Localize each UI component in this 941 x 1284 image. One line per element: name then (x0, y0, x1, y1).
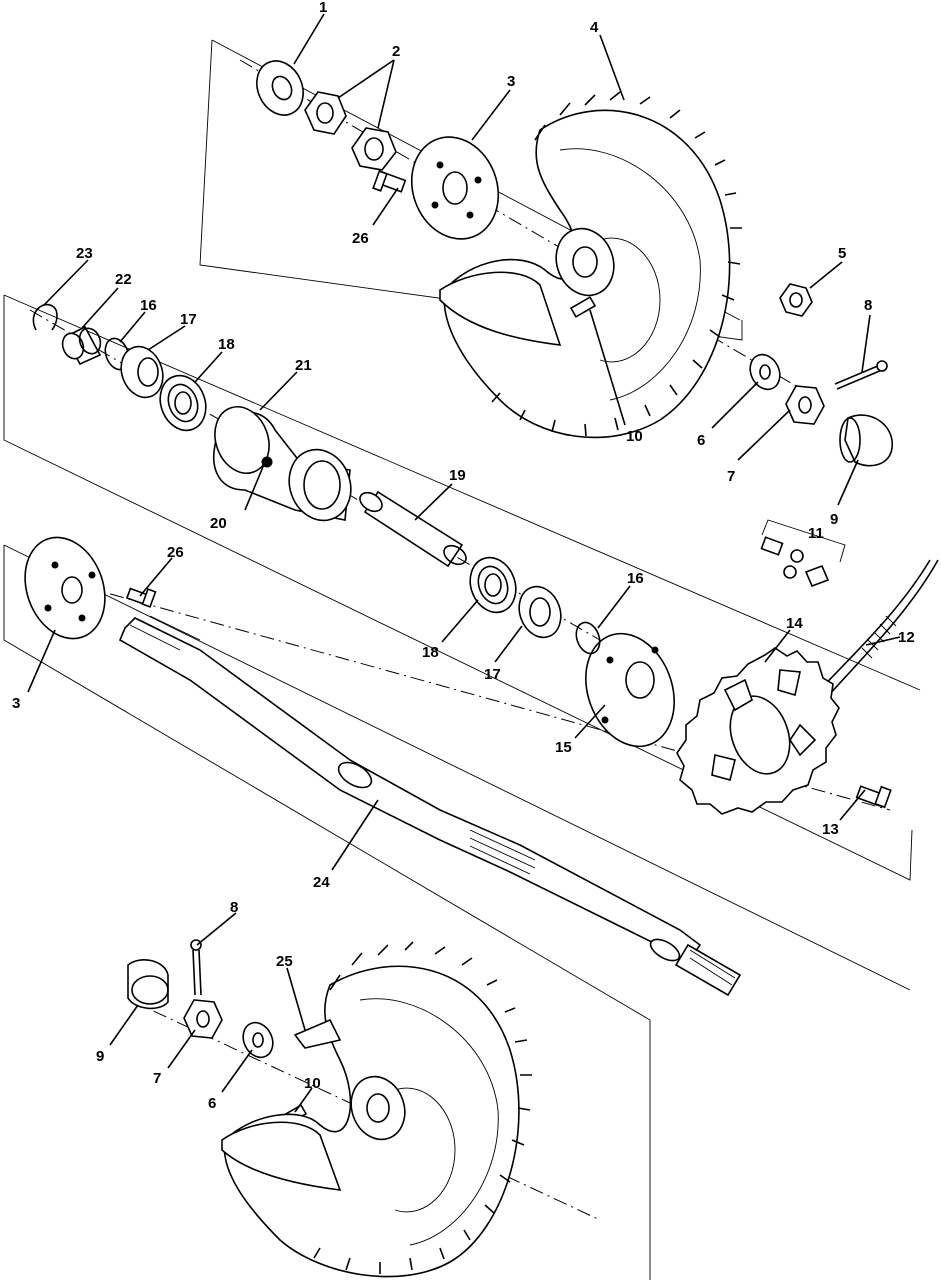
part-castlenut-7-lower (183, 999, 223, 1039)
part-seal-17-upper (120, 345, 164, 399)
callout-14: 14 (786, 615, 803, 632)
callout-8-upper: 8 (864, 297, 872, 314)
part-bolt-13 (855, 785, 892, 809)
callout-12: 12 (898, 629, 915, 646)
part-cap-9-upper (839, 414, 893, 467)
callout-16-lower: 16 (627, 570, 644, 587)
part-axle-24 (118, 615, 742, 997)
callout-15: 15 (555, 739, 572, 756)
callout-21: 21 (295, 357, 312, 374)
callout-7-lower: 7 (153, 1070, 161, 1087)
part-castlenut-7-upper (785, 385, 825, 425)
callout-1: 1 (319, 0, 327, 16)
part-washer-6-upper (749, 353, 781, 391)
part-bearing-18-lower (469, 556, 517, 614)
callout-9-lower: 9 (96, 1048, 104, 1065)
part-collar-22 (61, 325, 102, 366)
callout-3-lower: 3 (12, 695, 20, 712)
callout-20: 20 (210, 515, 227, 532)
callout-24: 24 (313, 874, 330, 891)
part-locknut-2b (351, 127, 397, 171)
part-hub-3-upper (410, 136, 500, 240)
callout-7-upper: 7 (727, 468, 735, 485)
part-bolt-26-upper (372, 170, 407, 193)
part-valve-10-upper (569, 296, 597, 318)
callout-17-lower: 17 (484, 666, 501, 683)
callout-3-upper: 3 (507, 73, 515, 90)
part-cotterpin-8-lower (190, 939, 202, 996)
leader-lines (27, 13, 901, 1113)
callout-26-upper: 26 (352, 230, 369, 247)
part-nut-5 (779, 283, 813, 317)
part-washer-1 (256, 60, 304, 116)
callout-11: 11 (808, 525, 824, 542)
callout-10-upper: 10 (626, 428, 643, 445)
callout-2: 2 (392, 43, 400, 60)
callout-23: 23 (76, 245, 93, 262)
callout-8-lower: 8 (230, 899, 238, 916)
part-washer-6-lower (242, 1021, 274, 1059)
callout-19: 19 (449, 467, 466, 484)
part-spacer-19 (359, 490, 467, 568)
part-cotterpin-8-upper (834, 360, 888, 390)
part-axle-housing-21 (213, 406, 352, 522)
part-hardware-set-11 (760, 519, 846, 588)
callout-4: 4 (590, 19, 599, 36)
part-oring-16-lower (575, 621, 601, 655)
part-tire-4 (439, 91, 742, 439)
part-cap-9-lower (127, 959, 169, 1010)
part-seal-17-lower (518, 585, 562, 639)
part-bolt-26-lower (125, 587, 157, 608)
callout-25: 25 (276, 953, 293, 970)
callout-18-lower: 18 (422, 644, 439, 661)
callout-22: 22 (115, 271, 132, 288)
callout-9-upper: 9 (830, 511, 838, 528)
part-bearing-18-upper (159, 374, 207, 432)
callout-10-lower: 10 (304, 1075, 321, 1092)
callout-6-upper: 6 (697, 432, 705, 449)
part-locknut-2a (304, 91, 347, 135)
part-snapring-23 (32, 303, 58, 331)
callout-6-lower: 6 (208, 1095, 216, 1112)
callout-18-upper: 18 (218, 336, 235, 353)
callout-5: 5 (838, 245, 846, 262)
callouts: 1 2 3 3 4 5 6 6 7 7 8 8 9 9 10 10 11 12 … (12, 0, 915, 1112)
callout-17-upper: 17 (180, 311, 197, 328)
callout-13: 13 (822, 821, 839, 838)
part-hub-3-lower (24, 536, 106, 640)
callout-26-lower: 26 (167, 544, 184, 561)
part-tire-25 (221, 941, 532, 1278)
callout-16-upper: 16 (140, 297, 157, 314)
part-hub-15 (585, 632, 675, 748)
part-sprocket-14 (676, 647, 840, 815)
